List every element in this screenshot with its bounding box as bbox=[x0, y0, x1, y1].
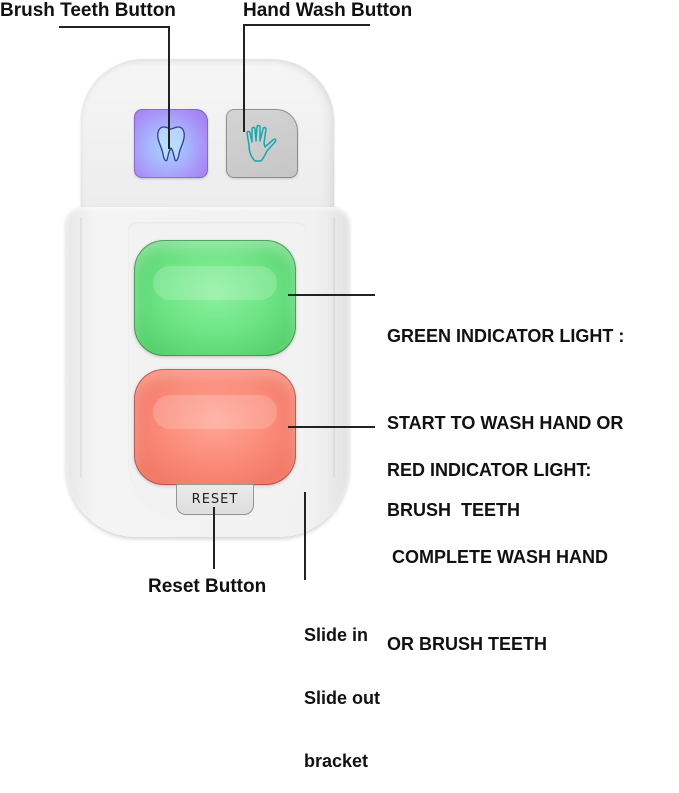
reset-button-text: RESET bbox=[191, 492, 239, 507]
light-gloss bbox=[153, 394, 277, 430]
leader-line bbox=[213, 507, 215, 569]
label-line: OR BRUSH TEETH bbox=[387, 634, 548, 654]
tooth-icon bbox=[157, 125, 185, 161]
leader-line bbox=[243, 24, 245, 132]
hand-icon bbox=[246, 124, 277, 162]
red-indicator-light bbox=[134, 369, 296, 485]
green-indicator-light bbox=[134, 240, 296, 356]
leader-line bbox=[243, 24, 370, 26]
label-line: Slide out bbox=[304, 688, 380, 708]
label-line: bracket bbox=[304, 751, 369, 771]
label-line: START TO WASH HAND OR bbox=[387, 413, 624, 433]
label-line: Slide in bbox=[304, 625, 369, 645]
brush-teeth-button-label: Brush Teeth Button bbox=[0, 0, 176, 21]
leader-line bbox=[304, 492, 306, 580]
bracket-edge-left bbox=[80, 217, 82, 477]
leader-line bbox=[288, 294, 375, 296]
reset-button-label: Reset Button bbox=[148, 576, 267, 597]
green-indicator-label: GREEN INDICATOR LIGHT : START TO WASH HA… bbox=[387, 264, 624, 554]
brush-teeth-button[interactable] bbox=[134, 109, 208, 178]
hand-wash-button-label: Hand Wash Button bbox=[243, 0, 413, 21]
hand-wash-button[interactable] bbox=[226, 109, 298, 178]
leader-line bbox=[59, 26, 169, 28]
bracket-edge-right bbox=[333, 217, 335, 477]
leader-line bbox=[288, 426, 375, 428]
label-line: COMPLETE WASH HAND bbox=[387, 547, 609, 567]
label-line: GREEN INDICATOR LIGHT : bbox=[387, 326, 625, 346]
red-indicator-label: RED INDICATOR LIGHT: COMPLETE WASH HAND … bbox=[387, 398, 608, 688]
label-line: BRUSH TEETH bbox=[387, 500, 521, 520]
leader-line bbox=[168, 26, 170, 149]
bracket-label: Slide in Slide out bracket bbox=[304, 583, 380, 793]
light-gloss bbox=[153, 265, 277, 301]
reset-button[interactable]: RESET bbox=[176, 484, 254, 515]
label-line: RED INDICATOR LIGHT: bbox=[387, 460, 592, 480]
